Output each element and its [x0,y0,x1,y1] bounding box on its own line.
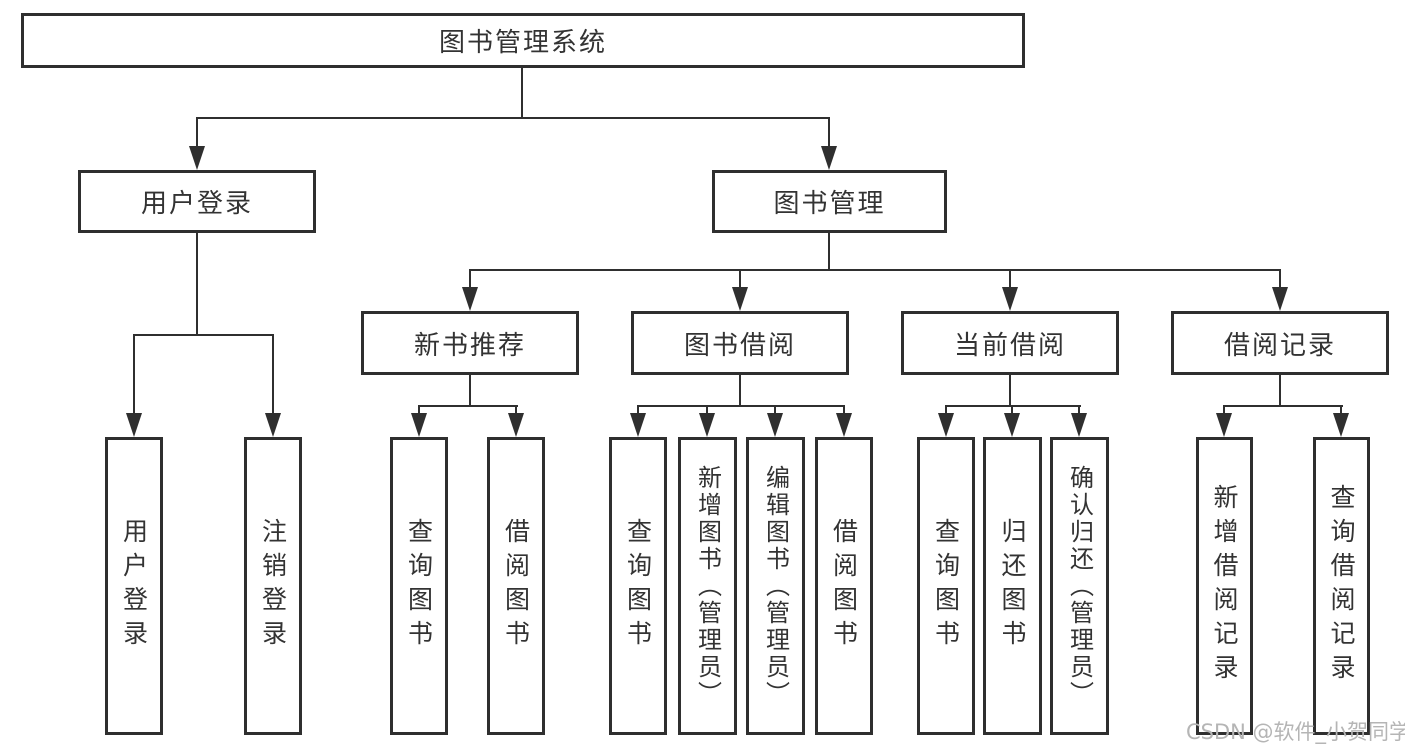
leaf-user-login: 用户登录 [105,437,163,735]
node-user-login-label: 用户登录 [140,189,253,219]
leaf-borrow-borrow-book-label: 借阅图书 [829,518,859,654]
node-borrow-record: 借阅记录 [1171,311,1389,375]
connector-line [196,233,198,335]
leaf-record-query-label: 查询借阅记录 [1327,484,1356,688]
connector-line [1279,269,1281,289]
leaf-current-confirm-return: 确认归还（管理员） [1050,437,1109,735]
connector-line [637,405,639,415]
arrow-down-icon [1216,413,1232,437]
arrow-down-icon [938,413,954,437]
arrow-down-icon [1333,413,1349,437]
connector-line [133,334,274,336]
connector-line [469,269,471,289]
connector-line [272,334,274,414]
connector-line [739,269,741,289]
leaf-borrow-query-book-label: 查询图书 [623,518,653,654]
leaf-borrow-edit-book: 编辑图书（管理员） [746,437,805,735]
leaf-borrow-query-book: 查询图书 [609,437,667,735]
leaf-borrow-add-book-label: 新增图书（管理员） [693,464,722,708]
connector-line [739,374,741,407]
arrow-down-icon [821,146,837,170]
connector-line [828,117,830,148]
csdn-watermark: CSDN @软件_小贺同学 [1186,720,1405,744]
connector-line [945,405,947,415]
arrow-down-icon [1002,287,1018,311]
node-current-borrow-label: 当前借阅 [953,330,1066,361]
leaf-record-add-label: 新增借阅记录 [1210,484,1239,688]
connector-line [469,269,1281,271]
arrow-down-icon [508,413,524,437]
leaf-user-login-label: 用户登录 [119,518,149,654]
node-new-book-recommend: 新书推荐 [361,311,579,375]
connector-line [706,405,708,415]
arrow-down-icon [836,413,852,437]
connector-line [133,334,135,414]
node-book-management: 图书管理 [712,170,947,233]
arrow-down-icon [732,287,748,311]
connector-line [1340,405,1342,415]
connector-line [515,405,517,415]
connector-line [828,233,830,271]
arrow-down-icon [1071,413,1087,437]
connector-line [843,405,845,415]
leaf-current-query-book-label: 查询图书 [931,518,961,654]
connector-line [521,68,523,118]
arrow-down-icon [1004,413,1020,437]
connector-line [1223,405,1225,415]
connector-line [1279,374,1281,407]
connector-line [1009,374,1011,407]
leaf-logout-label: 注销登录 [258,518,288,654]
connector-line [196,117,198,148]
arrow-down-icon [126,413,142,437]
arrow-down-icon [189,146,205,170]
leaf-current-query-book: 查询图书 [917,437,975,735]
connector-line [945,405,1081,407]
arrow-down-icon [630,413,646,437]
leaf-record-add: 新增借阅记录 [1196,437,1253,735]
leaf-logout: 注销登录 [244,437,302,735]
leaf-recommend-query-book: 查询图书 [390,437,448,735]
connector-line [418,405,420,415]
leaf-current-confirm-return-label: 确认归还（管理员） [1065,464,1094,708]
leaf-borrow-add-book: 新增图书（管理员） [678,437,737,735]
connector-line [1223,405,1343,407]
arrow-down-icon [411,413,427,437]
leaf-borrow-borrow-book: 借阅图书 [815,437,873,735]
leaf-current-return-book: 归还图书 [983,437,1042,735]
leaf-recommend-borrow-book: 借阅图书 [487,437,545,735]
connector-line [418,405,518,407]
node-root-label: 图书管理系统 [438,28,607,58]
node-new-book-recommend-label: 新书推荐 [413,330,526,361]
arrow-down-icon [1272,287,1288,311]
connector-line [637,405,845,407]
connector-line [469,374,471,407]
node-current-borrow: 当前借阅 [901,311,1119,375]
node-root: 图书管理系统 [21,13,1025,68]
connector-line [774,405,776,415]
arrow-down-icon [265,413,281,437]
node-book-borrow: 图书借阅 [631,311,849,375]
node-book-borrow-label: 图书借阅 [683,330,796,361]
node-book-management-label: 图书管理 [773,189,886,219]
connector-line [1009,269,1011,289]
node-user-login: 用户登录 [78,170,316,233]
connector-line [1078,405,1080,415]
connector-line [1011,405,1013,415]
arrow-down-icon [767,413,783,437]
arrow-down-icon [699,413,715,437]
leaf-current-return-book-label: 归还图书 [998,518,1027,654]
arrow-down-icon [462,287,478,311]
leaf-record-query: 查询借阅记录 [1313,437,1370,735]
connector-line [196,117,830,119]
node-borrow-record-label: 借阅记录 [1223,330,1336,361]
leaf-borrow-edit-book-label: 编辑图书（管理员） [761,464,790,708]
leaf-recommend-query-book-label: 查询图书 [404,518,434,654]
leaf-recommend-borrow-book-label: 借阅图书 [501,518,531,654]
